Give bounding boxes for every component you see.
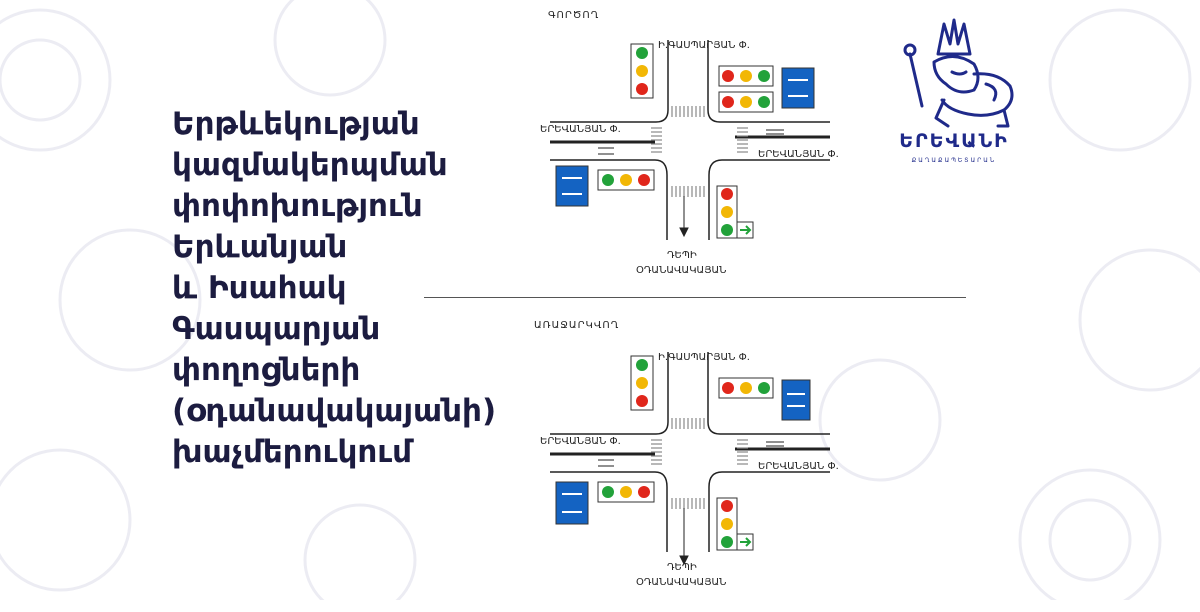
street-label-north: Ի.ԳԱՍՊԱՐՅԱՆ Փ.: [658, 352, 750, 363]
direction-label: ԴԵՊԻ: [667, 250, 697, 261]
headline-line: կազմակերպման: [172, 147, 448, 183]
intersection-diagram-current: ԳՈՐԾՈՂ Ի.ԳԱՍՊԱՐՅԱՆ Փ. ԵՐԵՎԱՆՅԱՆ Փ. ԵՐԵՎԱ…: [0, 0, 1200, 300]
traffic-light-south: [716, 185, 754, 239]
headline-line: Երթևեկության: [172, 106, 420, 142]
headline-line: Գասպարյան: [172, 311, 381, 347]
headline-line: խաչմերուկում: [172, 434, 413, 470]
traffic-light-west: [597, 481, 655, 503]
street-label-west: ԵՐԵՎԱՆՅԱՆ Փ.: [540, 436, 621, 447]
logo-name: ԵՐԵՎԱՆԻ: [899, 130, 1009, 152]
traffic-light-northeast: [718, 377, 774, 399]
traffic-light-northeast: [718, 65, 774, 113]
direction-label: ՕԴԱՆԱՎԱԿԱՅԱՆ: [636, 577, 727, 588]
headline-line: փոփոխություն: [172, 188, 423, 224]
headline-line: փողոցների: [172, 352, 361, 388]
traffic-light-south: [716, 497, 754, 551]
section-label: ԳՈՐԾՈՂ: [548, 10, 600, 21]
traffic-light-north: [630, 43, 654, 99]
street-label-north: Ի.ԳԱՍՊԱՐՅԱՆ Փ.: [658, 40, 750, 51]
lane-sign-north: [781, 379, 811, 421]
logo-subtitle: ՔԱՂԱՔԱՊԵՏԱՐԱՆ: [911, 157, 997, 164]
lane-sign-north: [781, 67, 815, 109]
street-label-east: ԵՐԵՎԱՆՅԱՆ Փ.: [758, 149, 839, 160]
intersection-drawing: [550, 352, 830, 566]
headline-line: (օդանավակայանի): [172, 393, 497, 429]
headline: Երթևեկության կազմակերպման փոփոխություն Ե…: [172, 104, 552, 473]
traffic-light-north: [630, 355, 654, 411]
traffic-light-west: [597, 169, 655, 191]
street-label-east: ԵՐԵՎԱՆՅԱՆ Փ.: [758, 461, 839, 472]
intersection-diagram-proposed: ԱՌԱՋԱՐԿՎՈՂ Ի.ԳԱՍՊԱՐՅԱՆ Փ. ԵՐԵՎԱՆՅԱՆ Փ. Ե…: [0, 312, 1200, 612]
headline-line: և Իսահակ: [172, 270, 347, 306]
street-label-west: ԵՐԵՎԱՆՅԱՆ Փ.: [540, 124, 621, 135]
section-divider: [424, 297, 966, 298]
intersection-drawing: [550, 40, 830, 240]
direction-label: ԴԵՊԻ: [667, 562, 697, 573]
lane-sign-west: [555, 165, 589, 207]
lane-sign-west: [555, 481, 589, 525]
headline-line: Երևանյան: [172, 229, 348, 265]
yerevan-lion-logo-icon: [903, 18, 1014, 128]
direction-label: ՕԴԱՆԱՎԱԿԱՅԱՆ: [636, 265, 727, 276]
section-label: ԱՌԱՋԱՐԿՎՈՂ: [534, 320, 620, 331]
